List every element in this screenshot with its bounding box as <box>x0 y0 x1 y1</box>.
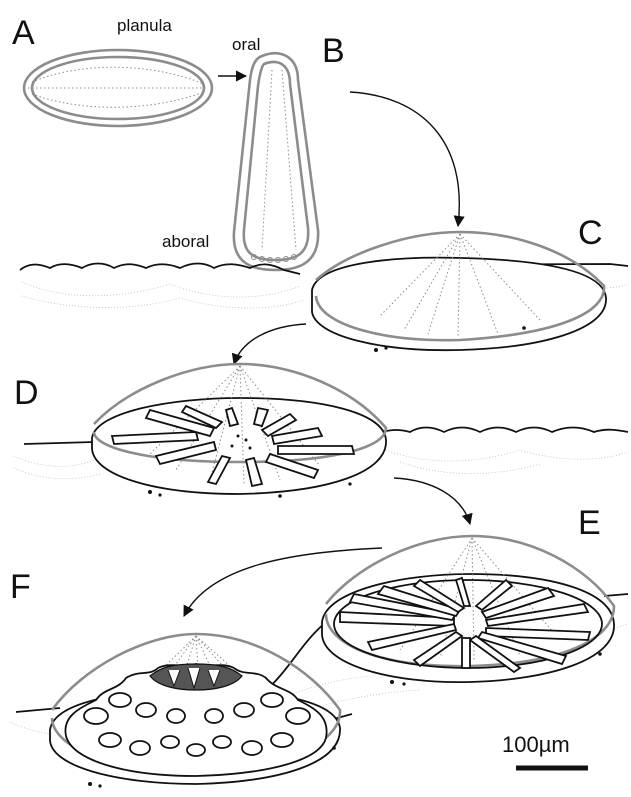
panel-d: D <box>14 364 628 498</box>
panel-e: E <box>262 504 628 712</box>
panel-letter-c: C <box>578 214 603 252</box>
basal-plate-c <box>312 258 606 351</box>
arrow-b-to-c <box>350 92 459 226</box>
arrow-d-to-e <box>394 478 470 524</box>
panel-f: F <box>10 568 352 788</box>
panel-c: C <box>20 214 628 352</box>
panel-letter-d: D <box>14 374 39 412</box>
corallite-f <box>65 664 326 776</box>
scale-bar: 100µm <box>502 732 588 768</box>
panel-letter-f: F <box>10 568 31 606</box>
panel-a: A planula <box>12 14 212 126</box>
arrow-c-to-d <box>234 324 306 364</box>
planula-larva <box>24 50 212 126</box>
panel-letter-b: B <box>322 32 345 70</box>
panel-letter-e: E <box>578 504 601 542</box>
planula-label: planula <box>117 16 172 35</box>
settling-larva <box>234 53 318 270</box>
panel-b: oral B aboral <box>162 32 345 270</box>
scale-bar-label: 100µm <box>502 732 570 757</box>
aboral-label: aboral <box>162 232 209 251</box>
oral-label: oral <box>232 35 260 54</box>
panel-letter-a: A <box>12 14 35 52</box>
